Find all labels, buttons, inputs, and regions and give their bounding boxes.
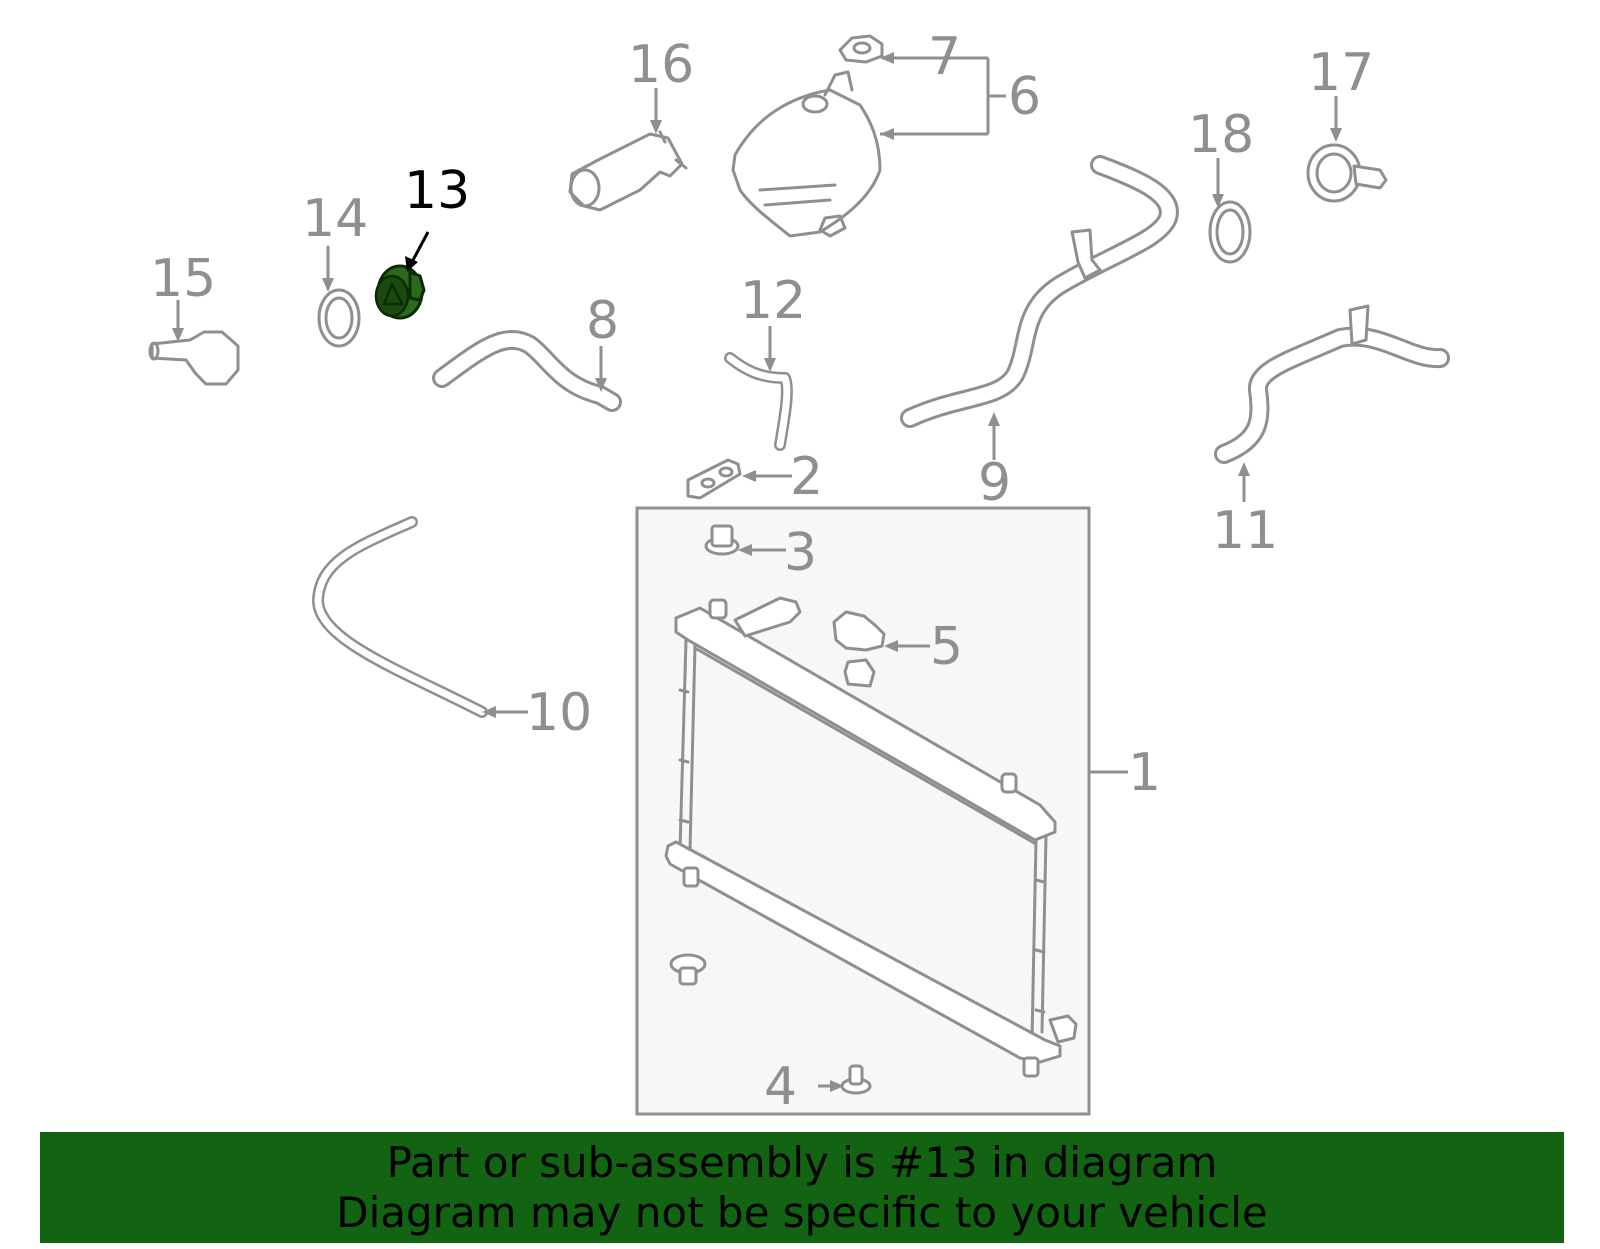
- callout-11: 11: [1212, 501, 1278, 561]
- callout-2: 2: [790, 447, 823, 507]
- cap-part-7[interactable]: [838, 34, 884, 64]
- banner-line-part-number: Part or sub-assembly is #13 in diagram: [386, 1138, 1218, 1187]
- leader-lines: [172, 52, 1342, 1092]
- callout-1: 1: [1128, 743, 1161, 803]
- hose-part-10[interactable]: [312, 516, 488, 718]
- bushing-part-3[interactable]: [704, 524, 740, 556]
- callout-8: 8: [586, 291, 619, 351]
- housing-part-16[interactable]: [568, 130, 688, 212]
- callout-15: 15: [150, 249, 216, 309]
- outlet-part-15[interactable]: [148, 330, 240, 386]
- callout-3: 3: [784, 523, 817, 583]
- callout-17: 17: [1308, 43, 1374, 103]
- gasket-part-18[interactable]: [1208, 200, 1252, 264]
- callout-7: 7: [928, 27, 961, 87]
- callout-16: 16: [628, 35, 694, 95]
- hose-part-8[interactable]: [432, 329, 622, 412]
- hose-part-11[interactable]: [1214, 304, 1450, 464]
- banner-line-disclaimer: Diagram may not be specific to your vehi…: [336, 1188, 1268, 1237]
- hose-part-12[interactable]: [724, 352, 793, 451]
- gasket-part-14[interactable]: [317, 288, 361, 348]
- callout-5: 5: [930, 617, 963, 677]
- callout-13: 13: [404, 161, 470, 221]
- callout-4: 4: [764, 1057, 797, 1117]
- gasket-part-2[interactable]: [686, 458, 742, 500]
- thermostat-part-13[interactable]: [374, 264, 426, 320]
- cap-part-5[interactable]: [832, 610, 886, 652]
- info-banner: Part or sub-assembly is #13 in diagram D…: [40, 1132, 1564, 1243]
- housing-part-17[interactable]: [1306, 143, 1388, 203]
- callout-9: 9: [978, 453, 1011, 513]
- parts-diagram: 1 2 3 4 5 6 7 8 9 10 11 12 13 14 15 16 1…: [148, 27, 1450, 1117]
- callout-12: 12: [740, 271, 806, 331]
- bushing-lower: [669, 953, 707, 986]
- callout-6: 6: [1008, 67, 1041, 127]
- hose-part-9[interactable]: [900, 155, 1179, 428]
- callout-14: 14: [302, 189, 368, 249]
- radiator-part-1[interactable]: [664, 596, 1078, 1078]
- callout-10: 10: [526, 683, 592, 743]
- callout-18: 18: [1188, 105, 1254, 165]
- reservoir-tank-part-6[interactable]: [731, 70, 882, 238]
